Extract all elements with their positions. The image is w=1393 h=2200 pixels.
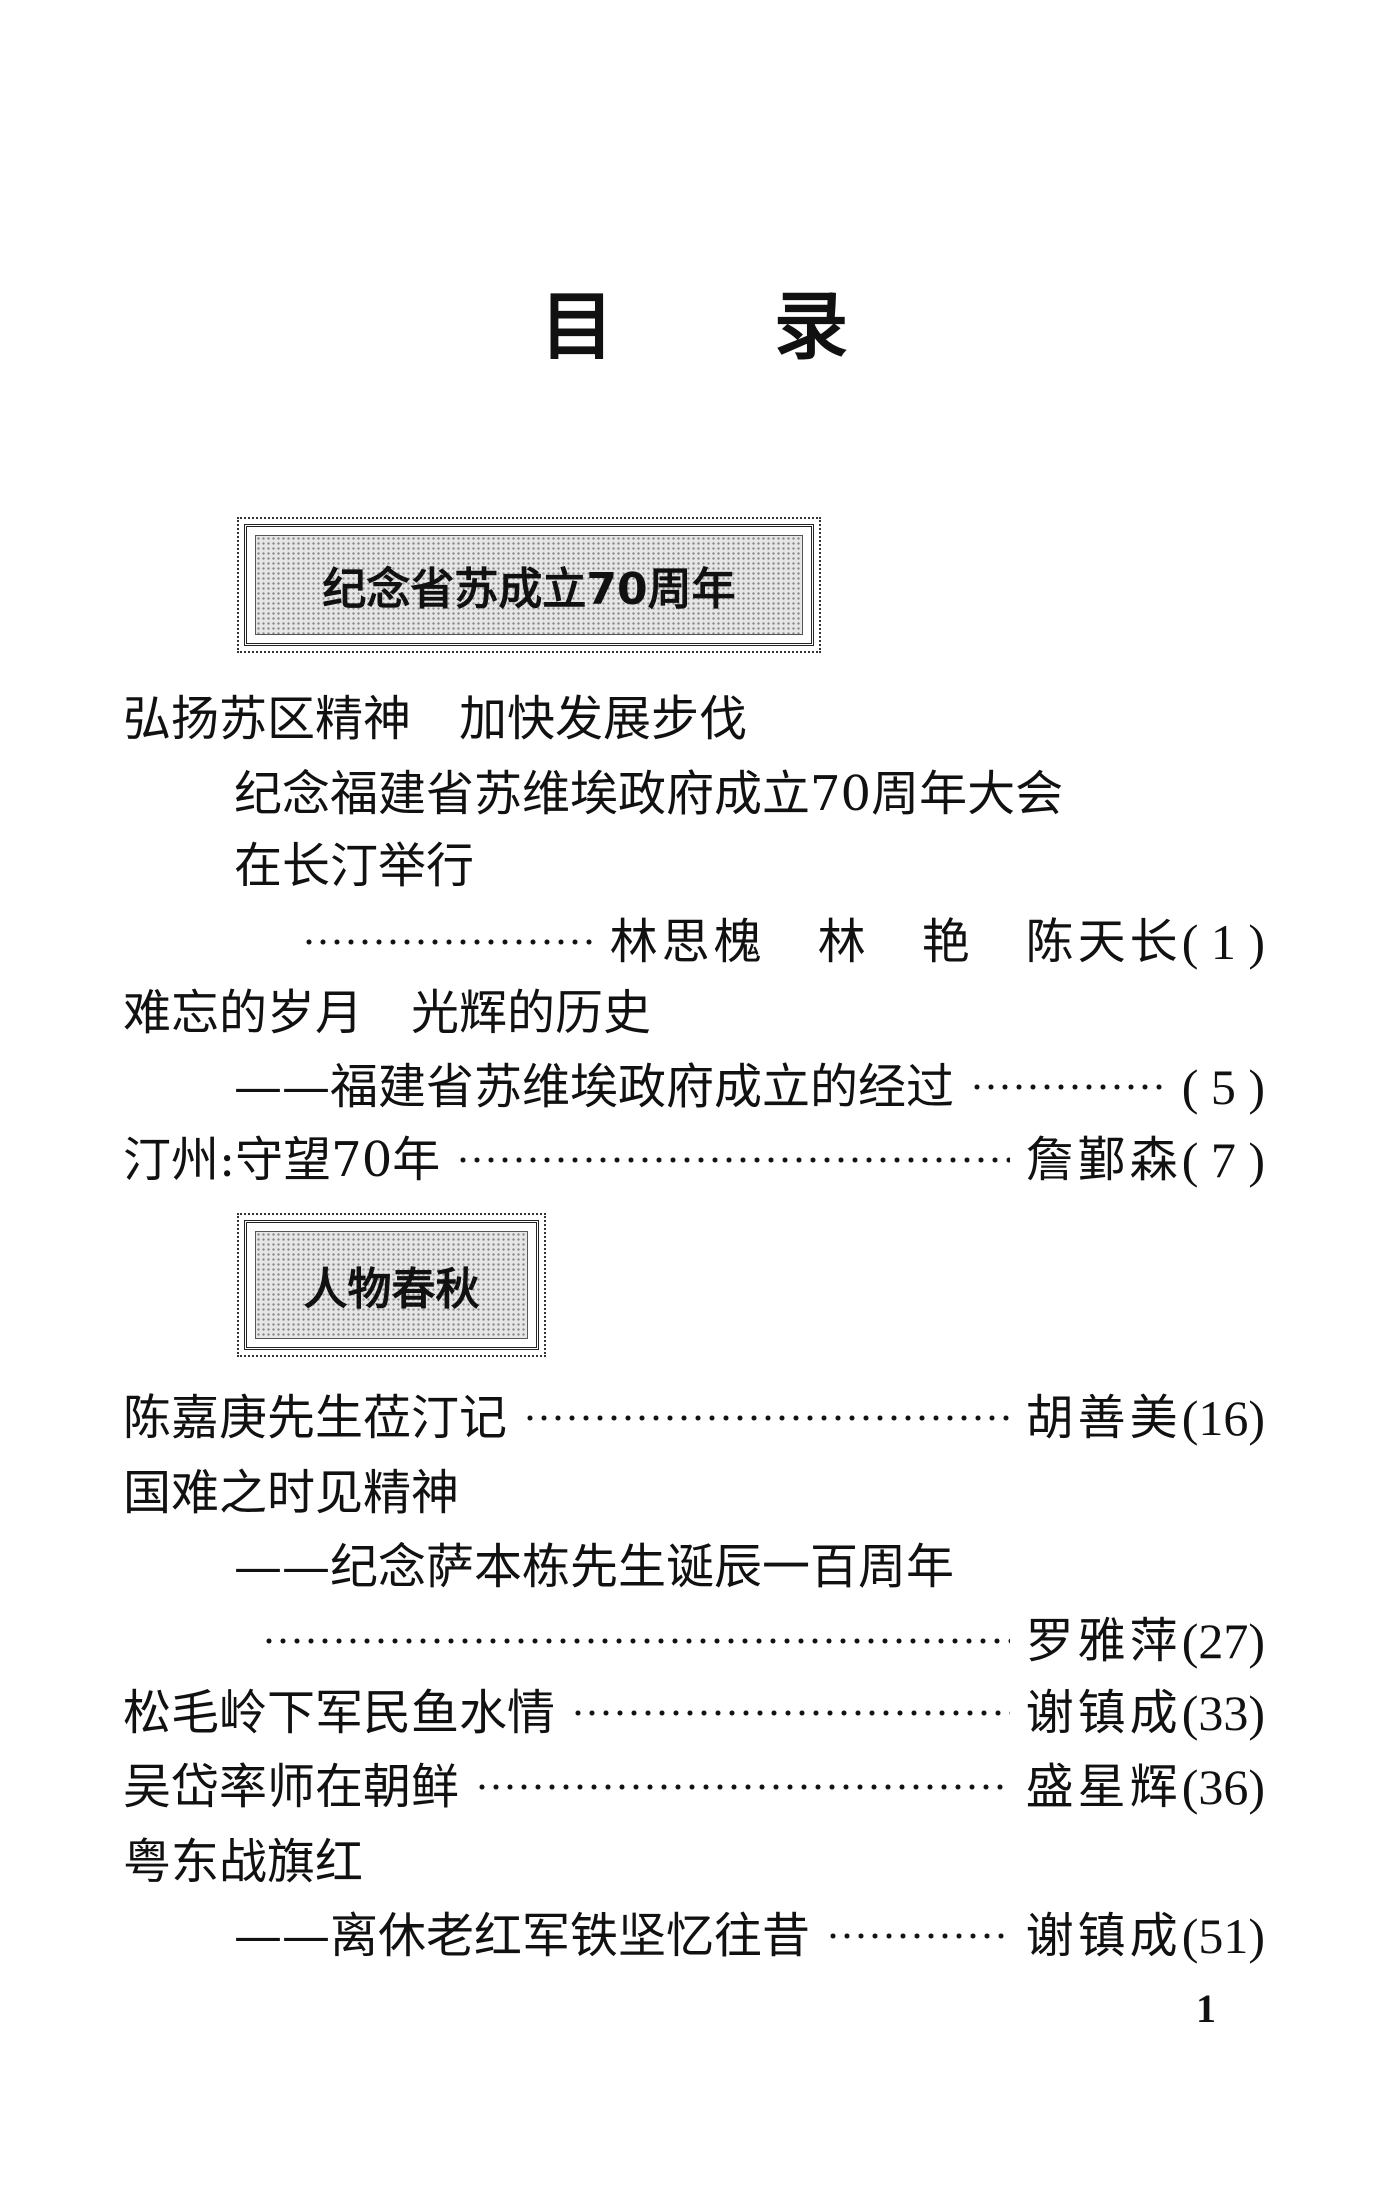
dot-leader: [970, 1080, 1166, 1094]
entry-title: 粤东战旗红: [123, 1834, 364, 1890]
entry-page: ( 1 ): [1181, 914, 1265, 970]
entry-title: 松毛岭下军民鱼水情: [123, 1685, 556, 1741]
entry-author: 胡善美: [1025, 1390, 1182, 1446]
entry-author: 盛星辉: [1025, 1759, 1182, 1815]
entry-page: (36): [1181, 1759, 1265, 1815]
entry-page: ( 7 ): [1181, 1132, 1265, 1188]
toc-entry[interactable]: 国难之时见精神: [123, 1461, 1265, 1525]
toc-entry[interactable]: 陈嘉庚先生莅汀记 胡善美(16): [123, 1386, 1265, 1450]
toc-entry[interactable]: 在长汀举行: [234, 834, 1265, 898]
toc-entry[interactable]: 林思槐 林 艳 陈天长( 1 ): [302, 910, 1265, 974]
entry-title: 纪念福建省苏维埃政府成立70周年大会: [234, 766, 1064, 822]
entry-author: 詹鄞森: [1025, 1132, 1182, 1188]
dot-leader: [475, 1780, 1010, 1794]
toc-entry[interactable]: 粤东战旗红: [123, 1830, 1265, 1894]
toc-entry[interactable]: 弘扬苏区精神 加快发展步伐: [123, 687, 1265, 751]
entry-title: 国难之时见精神: [123, 1465, 460, 1521]
dot-leader: [456, 1153, 1010, 1167]
dot-leader: [571, 1706, 1010, 1720]
entry-title: ——纪念萨本栋先生诞辰一百周年: [234, 1539, 955, 1595]
dot-leader: [523, 1411, 1010, 1425]
toc-entry[interactable]: 罗雅萍(27): [262, 1609, 1265, 1673]
entry-author: 罗雅萍: [1025, 1613, 1182, 1669]
section-heading: 人物春秋: [255, 1231, 528, 1339]
toc-entry[interactable]: ——离休老红军铁坚忆往昔 谢镇成(51): [234, 1904, 1265, 1968]
dot-leader: [262, 1634, 1010, 1648]
entry-page: (33): [1181, 1685, 1265, 1741]
entry-author: 谢镇成: [1025, 1908, 1182, 1964]
entry-title: ——离休老红军铁坚忆往昔: [234, 1908, 811, 1964]
entry-title: 弘扬苏区精神 加快发展步伐: [123, 691, 748, 747]
entry-title: ——福建省苏维埃政府成立的经过: [234, 1059, 955, 1115]
entry-author: 林思槐 林 艳 陈天长: [609, 914, 1182, 970]
page-title: 目录: [540, 284, 1008, 370]
entry-page: (16): [1181, 1390, 1265, 1446]
toc-entry[interactable]: 吴岱率师在朝鲜 盛星辉(36): [123, 1755, 1265, 1819]
entry-title: 难忘的岁月 光辉的历史: [123, 985, 652, 1041]
toc-entry[interactable]: 汀州:守望70年 詹鄞森( 7 ): [123, 1128, 1265, 1192]
entry-page: (51): [1181, 1908, 1265, 1964]
toc-entry[interactable]: 松毛岭下军民鱼水情 谢镇成(33): [123, 1681, 1265, 1745]
toc-entry[interactable]: 纪念福建省苏维埃政府成立70周年大会: [234, 762, 1265, 826]
section-heading-box: 人物春秋: [237, 1213, 546, 1357]
toc-entry[interactable]: ——福建省苏维埃政府成立的经过 ( 5 ): [234, 1055, 1265, 1119]
section-heading: 纪念省苏成立70周年: [255, 535, 803, 635]
entry-title: 陈嘉庚先生莅汀记: [123, 1390, 508, 1446]
entry-author: 谢镇成: [1025, 1685, 1182, 1741]
entry-title: 汀州:守望70年: [123, 1132, 441, 1188]
entry-page: (27): [1181, 1613, 1265, 1669]
page-number: 1: [1196, 1986, 1216, 2031]
dot-leader: [302, 935, 594, 949]
entry-page: ( 5 ): [1181, 1059, 1265, 1115]
dot-leader: [826, 1929, 1010, 1943]
section-heading-box: 纪念省苏成立70周年: [237, 517, 821, 653]
toc-entry[interactable]: 难忘的岁月 光辉的历史: [123, 981, 1265, 1045]
entry-title: 在长汀举行: [234, 838, 475, 894]
entry-title: 吴岱率师在朝鲜: [123, 1759, 460, 1815]
toc-entry[interactable]: ——纪念萨本栋先生诞辰一百周年: [234, 1535, 1265, 1599]
